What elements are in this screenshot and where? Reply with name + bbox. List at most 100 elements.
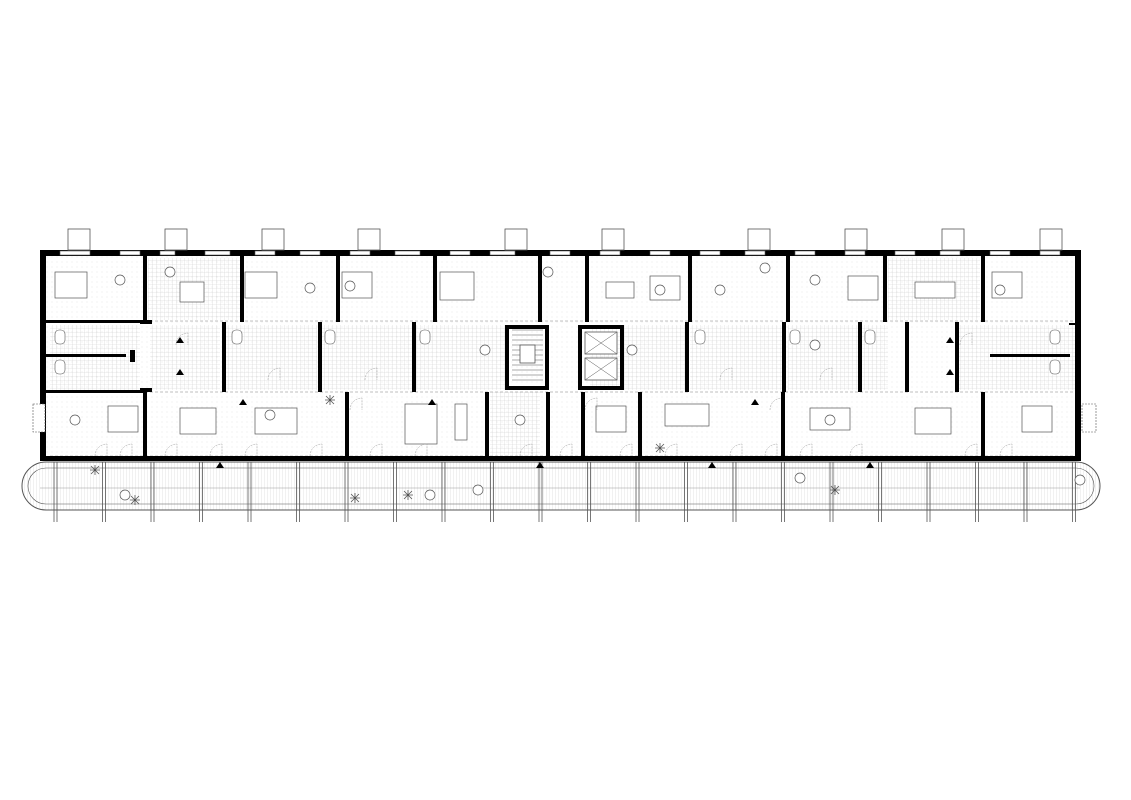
partition-wall [981,256,985,322]
window [844,250,866,256]
chair [809,339,821,351]
sofa [179,281,205,303]
door-swing [267,367,281,381]
window [549,250,571,256]
chimney [844,228,868,251]
wall [412,322,416,392]
wall [858,322,862,392]
bay-window [32,403,46,433]
bed [847,275,879,301]
chair [809,274,821,286]
walls [32,250,1097,461]
entrance-marker [176,369,184,375]
table [179,407,217,435]
window [394,250,421,256]
partition-wall [883,256,887,322]
partition-wall [981,392,985,458]
door-swing [164,443,178,457]
wall [140,320,152,324]
door-swing [584,397,598,411]
door-swing [729,443,743,457]
partition-wall [638,392,642,458]
chimney [747,228,771,251]
toilet [864,329,876,345]
chair [472,484,484,496]
partition-wall [485,392,489,458]
wall [318,322,322,392]
chair [114,274,126,286]
partition-wall [336,256,340,322]
bed [439,271,475,301]
chair [1074,474,1086,486]
window [1039,250,1061,256]
column [130,350,135,362]
plant [655,443,665,453]
window [489,250,516,256]
window [794,250,816,256]
door-swing [309,443,323,457]
window [649,250,671,256]
wall [505,325,549,329]
table [254,407,298,435]
wall [140,388,152,392]
sofa [914,281,956,299]
toilet [54,329,66,345]
door-swing [119,443,133,457]
door-swing [349,397,363,411]
wall [620,325,624,390]
bed [991,271,1023,299]
chair [69,414,81,426]
tiled-floor [490,392,540,458]
door-swing [819,367,833,381]
plant [90,465,100,475]
window [699,250,721,256]
chair [264,409,276,421]
door-swing [559,443,573,457]
tiled-floor [150,325,220,390]
wall [578,386,622,390]
chimney [261,228,285,251]
wall [545,325,549,390]
chimney [67,228,91,251]
plant [325,395,335,405]
partition-wall [581,392,585,458]
window [989,250,1011,256]
chair [542,266,554,278]
window [744,250,766,256]
partition-wall [143,256,147,322]
stair-landing [519,344,536,364]
toilet [54,359,66,375]
sofa [605,281,635,299]
door-swing [999,443,1013,457]
chair [759,262,771,274]
door-swing [849,443,863,457]
wall [46,390,146,393]
door-swing [964,443,978,457]
toilet [694,329,706,345]
door-swing [719,367,733,381]
window [299,250,321,256]
entrance-marker [216,462,224,468]
wall [990,354,1070,357]
partition-wall [546,392,550,458]
balcony-railing [27,467,1095,505]
chair [344,280,356,292]
partition-wall [688,256,692,322]
entrance-marker [176,337,184,343]
plant [830,485,840,495]
window [449,250,471,256]
chair [304,282,316,294]
chimneys [67,228,1063,251]
door-swing [664,443,678,457]
partition-wall [240,256,244,322]
chair [994,284,1006,296]
chimney [601,228,625,251]
entrance-marker [536,462,544,468]
entrance-marker [428,399,436,405]
chair [164,266,176,278]
window [894,250,916,256]
wall [1069,323,1075,325]
chair [626,344,638,356]
wall [905,322,909,392]
door-swing [764,443,778,457]
